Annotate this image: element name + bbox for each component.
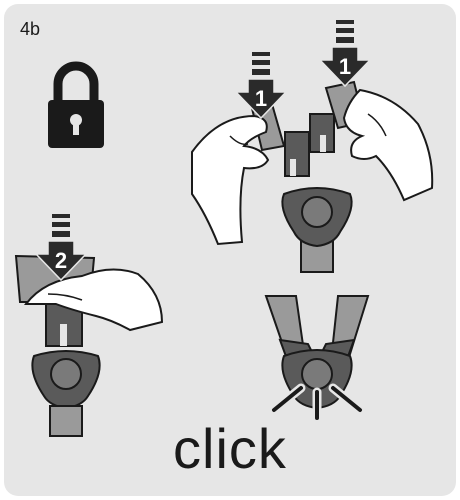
padlock-icon: [48, 66, 104, 148]
arrow-1-right: 1: [320, 20, 370, 86]
scene-insert-tongue: 2: [16, 214, 162, 436]
arrow-number: 1: [339, 54, 351, 79]
instruction-panel: 4b: [4, 4, 456, 496]
scene-buckled: [266, 296, 368, 418]
scene-join-tongues: 1 1: [192, 20, 432, 272]
click-rays: [274, 388, 360, 418]
arrow-number: 1: [255, 86, 267, 111]
click-label: click: [4, 416, 456, 481]
arrow-number: 2: [55, 248, 67, 273]
arrow-1-left: 1: [236, 52, 286, 118]
